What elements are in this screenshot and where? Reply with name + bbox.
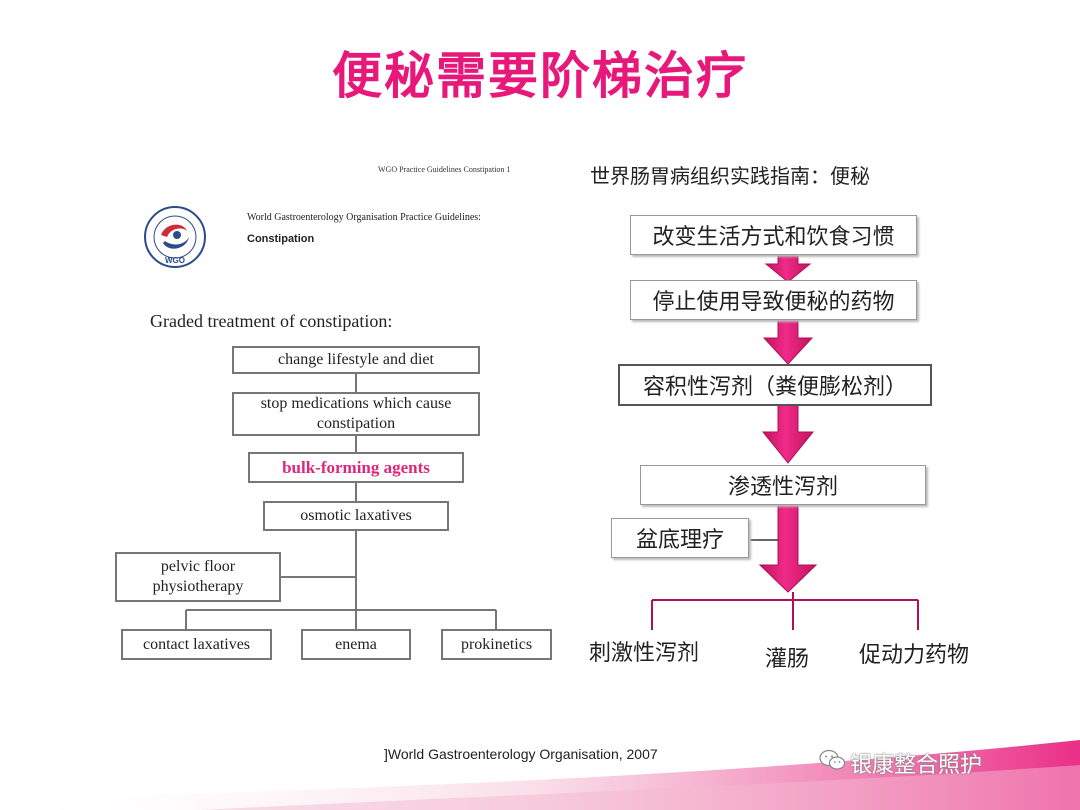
right-heading: 世界肠胃病组织实践指南：便秘 — [590, 164, 870, 188]
flow-heading: Graded treatment of constipation: — [150, 311, 393, 331]
branch-prokinetics: prokinetics — [441, 629, 552, 660]
step-bulk-forming-agents: bulk-forming agents — [248, 452, 464, 483]
citation: ]World Gastroenterology Organisation, 20… — [384, 746, 658, 762]
option-pelvic-floor: pelvic floor physiotherapy — [115, 552, 281, 602]
org-subtitle: World Gastroenterology Organisation Prac… — [247, 212, 481, 223]
branch-contact-laxatives: contact laxatives — [121, 629, 272, 660]
cn-branch-prokinetic: 促动力药物 — [859, 643, 970, 668]
cn-branch-enema: 灌肠 — [765, 647, 810, 672]
guideline-header: WGO Practice Guidelines Constipation 1 — [378, 165, 511, 174]
cn-option-pelvic-floor: 盆底理疗 — [611, 518, 749, 558]
watermark: 银康整合照护 — [850, 753, 983, 778]
left-connectors — [185, 373, 497, 630]
right-arrows — [758, 255, 818, 593]
cn-step-stop-medications: 停止使用导致便秘的药物 — [630, 280, 917, 320]
step-lifestyle-diet: change lifestyle and diet — [232, 346, 480, 374]
guideline-topic: Constipation — [247, 233, 315, 245]
cn-branch-stimulant: 刺激性泻剂 — [589, 641, 700, 666]
cn-step-osmotic: 渗透性泻剂 — [640, 465, 926, 505]
logo-text: WGO — [165, 256, 185, 265]
page-title: 便秘需要阶梯治疗 — [332, 47, 748, 105]
branch-enema: enema — [301, 629, 411, 660]
cn-step-bulk-forming: 容积性泻剂（粪便膨松剂） — [618, 364, 932, 406]
wgo-logo: WGO — [143, 205, 207, 269]
step-stop-medications: stop medications which cause constipatio… — [232, 392, 480, 436]
wechat-icon — [818, 748, 846, 772]
step-osmotic-laxatives: osmotic laxatives — [263, 501, 449, 531]
cn-step-lifestyle: 改变生活方式和饮食习惯 — [630, 215, 917, 255]
branch-bracket — [651, 592, 919, 630]
